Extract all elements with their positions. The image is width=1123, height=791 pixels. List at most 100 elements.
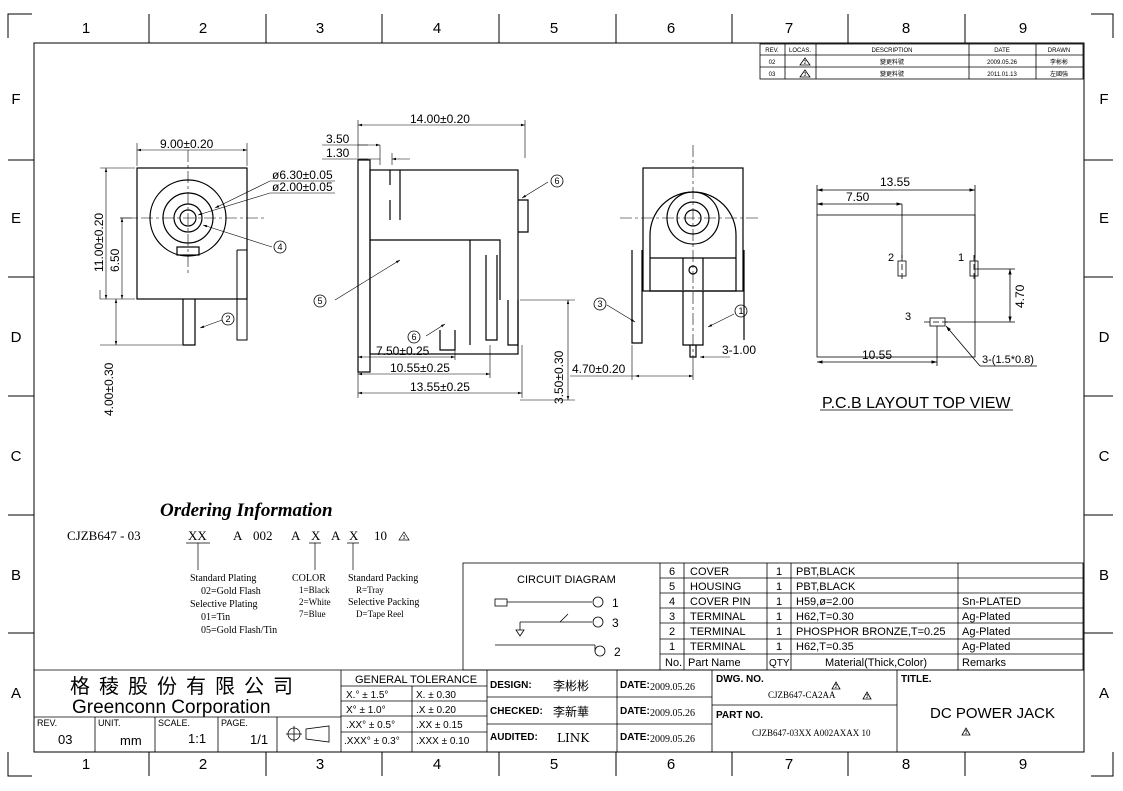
tol-linear: .X ± 0.20: [416, 705, 456, 716]
row-label: C: [11, 448, 22, 465]
svg-text:Material(Thick,Color): Material(Thick,Color): [825, 657, 927, 669]
rev-cell: 2009.05.26: [987, 60, 1018, 66]
side-view: [357, 159, 529, 373]
svg-text:6: 6: [669, 566, 675, 578]
rev-cell: 2: [804, 60, 807, 66]
page-value: 1/1: [250, 732, 268, 747]
rev-label: REV.: [37, 718, 57, 728]
dim-side-d: 10.55±0.25: [390, 361, 450, 375]
callout-6: 6: [554, 176, 559, 186]
dim-rear-offset: 4.70±0.20: [572, 362, 626, 376]
rev-cell: 3: [804, 72, 807, 78]
title-label: TITLE.: [901, 674, 932, 685]
tol-linear: .XXX ± 0.10: [416, 736, 470, 747]
color-line: 7=Blue: [299, 609, 326, 619]
plating-line: Standard Plating: [190, 573, 256, 584]
design-name: 李彬彬: [553, 678, 589, 693]
row-label: D: [1099, 329, 1110, 346]
pcb-title: P.C.B LAYOUT TOP VIEW: [822, 395, 1011, 412]
rev-cell: 變更料號: [880, 58, 904, 66]
svg-text:5: 5: [669, 581, 675, 593]
rev-cell: 03: [769, 72, 776, 78]
svg-text:Sn-PLATED: Sn-PLATED: [962, 596, 1021, 608]
svg-text:3: 3: [669, 611, 675, 623]
audited-label: AUDITED:: [490, 732, 538, 743]
bom-row: 3 TERMINAL 1 H62,T=0.30 Ag-Plated: [669, 611, 1010, 623]
svg-text:1: 1: [776, 641, 782, 653]
ordering-title: Ordering Information: [160, 500, 333, 521]
page-label: PAGE.: [221, 718, 248, 728]
col-label: 1: [82, 756, 90, 773]
packing-line: Standard Packing: [348, 573, 418, 584]
ordering-part: A: [331, 528, 341, 543]
company-en: Greenconn Corporation: [72, 697, 271, 718]
ordering-part: XX: [188, 528, 207, 543]
col-label: 8: [902, 20, 910, 37]
unit-value: mm: [120, 733, 142, 748]
rev-header: LOCAS.: [789, 48, 811, 54]
row-label: B: [11, 567, 21, 584]
ordering-part: CJZB647 - 03: [67, 528, 141, 543]
circuit-title: CIRCUIT DIAGRAM: [517, 574, 616, 586]
title-block: [34, 669, 1084, 752]
svg-text:1: 1: [669, 641, 675, 653]
part-rev-mark: 3: [965, 730, 968, 736]
date-label: DATE:: [620, 706, 650, 717]
ordering-part: A: [291, 528, 301, 543]
color-line: 1=Black: [299, 585, 330, 595]
dim-side-a: 3.50: [326, 132, 350, 146]
pcb-pin-1: 1: [958, 252, 964, 264]
dim-front-center: 6.50: [108, 248, 122, 272]
col-label: 1: [82, 20, 90, 37]
dwg-rev-mark: 3: [866, 694, 869, 700]
tol-angle: X° ± 1.0°: [346, 705, 386, 716]
packing-line: D=Tape Reel: [356, 609, 404, 619]
col-label: 4: [433, 756, 441, 773]
svg-text:TERMINAL: TERMINAL: [690, 626, 746, 638]
col-label: 6: [667, 756, 675, 773]
svg-text:H62,T=0.30: H62,T=0.30: [796, 611, 854, 623]
scale-value: 1:1: [188, 731, 206, 746]
date-value: 2009.05.26: [650, 708, 695, 719]
col-label: 2: [199, 756, 207, 773]
rear-view: [631, 167, 745, 358]
tol-angle: .XX° ± 0.5°: [346, 720, 395, 731]
ordering-part: 002: [253, 528, 273, 543]
callout-4: 4: [277, 242, 282, 252]
rev-header: REV.: [765, 48, 779, 54]
design-label: DESIGN:: [490, 680, 532, 691]
circuit-pin: 3: [612, 616, 619, 630]
date-label: DATE:: [620, 680, 650, 691]
bom-header: No. Part Name QTY Material(Thick,Color) …: [665, 657, 1007, 669]
row-label: A: [11, 685, 21, 702]
packing-line: Selective Packing: [348, 597, 419, 608]
color-line: COLOR: [292, 573, 326, 584]
col-label: 2: [199, 20, 207, 37]
bom-row: 2 TERMINAL 1 PHOSPHOR BRONZE,T=0.25 Ag-P…: [669, 626, 1010, 638]
svg-text:1: 1: [776, 581, 782, 593]
rev-header: DRAWN: [1048, 48, 1070, 54]
circuit-pin: 1: [612, 596, 619, 610]
svg-text:HOUSING: HOUSING: [690, 581, 741, 593]
svg-text:QTY: QTY: [769, 658, 790, 669]
audited-name: LINK: [557, 731, 590, 745]
callout-6: 6: [411, 332, 416, 342]
tol-linear: X. ± 0.30: [416, 690, 456, 701]
bom-row: 5 HOUSING 1 PBT,BLACK: [669, 581, 856, 593]
callout-1: 1: [738, 306, 743, 316]
rev-cell: 變更料號: [880, 70, 904, 78]
svg-text:PBT,BLACK: PBT,BLACK: [796, 581, 856, 593]
dwg-rev-mark: 2: [835, 684, 838, 690]
svg-text:H59,ø=2.00: H59,ø=2.00: [796, 596, 854, 608]
svg-text:4: 4: [669, 596, 675, 608]
col-label: 6: [667, 20, 675, 37]
circuit-pin: 2: [614, 645, 621, 659]
svg-text:PHOSPHOR BRONZE,T=0.25: PHOSPHOR BRONZE,T=0.25: [796, 626, 945, 638]
tol-angle: .XXX° ± 0.3°: [344, 736, 400, 747]
plating-line: 05=Gold Flash/Tin: [201, 625, 277, 636]
checked-name: 李新華: [553, 704, 589, 719]
dwg-label: DWG. NO.: [716, 674, 764, 685]
ordering-rev-mark: 3: [403, 535, 406, 541]
ordering-part: 10: [374, 528, 387, 543]
